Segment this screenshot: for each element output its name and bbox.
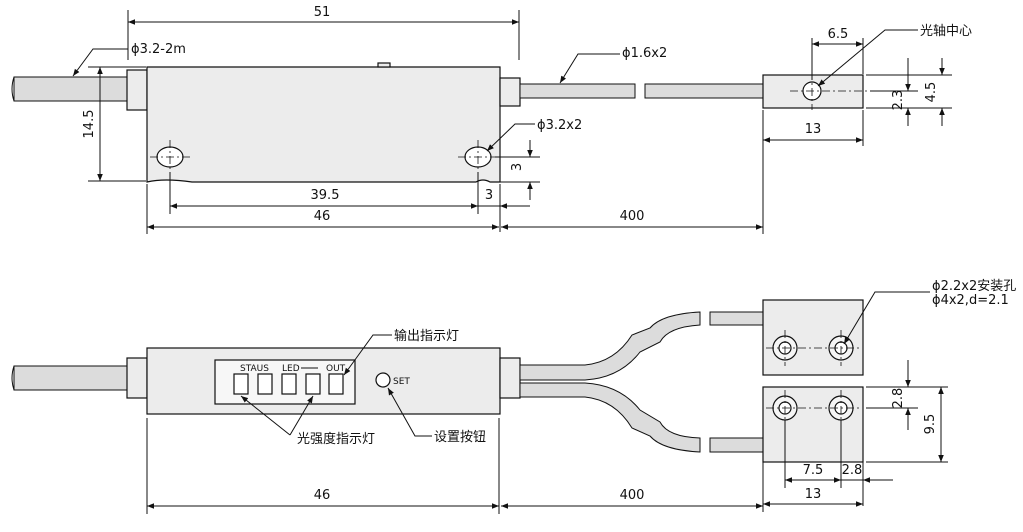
fiber-cable-top [519, 83, 636, 99]
label-optical-axis-center: 光轴中心 [920, 24, 972, 39]
dim-edge-offset-head: 2.8 [842, 463, 863, 478]
dim-head-width-front: 13 [805, 487, 822, 502]
fiber-cable-lower [519, 382, 701, 453]
label-out: OUT [326, 364, 346, 374]
dim-hole-offset-v: 3 [510, 163, 525, 171]
dim-height: 14.5 [82, 110, 97, 139]
label-set: SET [393, 377, 410, 387]
led-1 [233, 373, 249, 395]
dim-mount-holes: ϕ3.2x2 [537, 118, 582, 133]
led-out [328, 373, 344, 395]
top-view: 51 ϕ3.2-2m ϕ1.6x2 14.5 ϕ3.2x2 3 39.5 3 [11, 5, 972, 234]
callout-light-level: 光强度指示灯 [297, 431, 375, 447]
front-view: STAUS LED OUT SET [11, 279, 1016, 514]
fiber-cable-upper [519, 311, 701, 381]
label-staus: STAUS [240, 364, 269, 374]
strain-relief-left [126, 69, 148, 111]
main-cable [13, 76, 129, 102]
led-4 [305, 373, 321, 395]
led-2 [257, 373, 273, 395]
callout-set-button: 设置按钮 [434, 430, 486, 445]
amplifier-body [146, 66, 501, 183]
dim-fiber-length-front: 400 [620, 488, 645, 503]
dim-main-cable: ϕ3.2-2m [131, 42, 186, 57]
set-button[interactable] [375, 372, 391, 388]
dim-hole-offset-head: 2.8 [891, 388, 906, 409]
dim-body-length-front: 46 [314, 488, 331, 503]
callout-output-led: 输出指示灯 [394, 328, 459, 344]
dim-head-width: 13 [805, 122, 822, 137]
dim-hole-spacing-head: 7.5 [803, 463, 824, 478]
dim-axis-height: 2.3 [891, 90, 906, 111]
dim-head-offset: 6.5 [828, 27, 849, 42]
callout-holes-line2: ϕ4x2,d=2.1 [932, 293, 1009, 308]
dim-head-height: 4.5 [924, 82, 939, 103]
dim-overall-length: 51 [314, 5, 331, 20]
callout-holes-line1: ϕ2.2x2安装孔 [932, 279, 1016, 294]
dim-body-length: 46 [314, 209, 331, 224]
dim-hole-offset-h: 3 [485, 188, 493, 203]
dim-fiber-cable: ϕ1.6x2 [622, 46, 667, 61]
led-3 [281, 373, 297, 395]
dim-fiber-length: 400 [620, 209, 645, 224]
dim-hole-spacing: 39.5 [311, 188, 340, 203]
dim-head-height-front: 9.5 [923, 414, 938, 435]
label-led: LED [282, 364, 300, 374]
